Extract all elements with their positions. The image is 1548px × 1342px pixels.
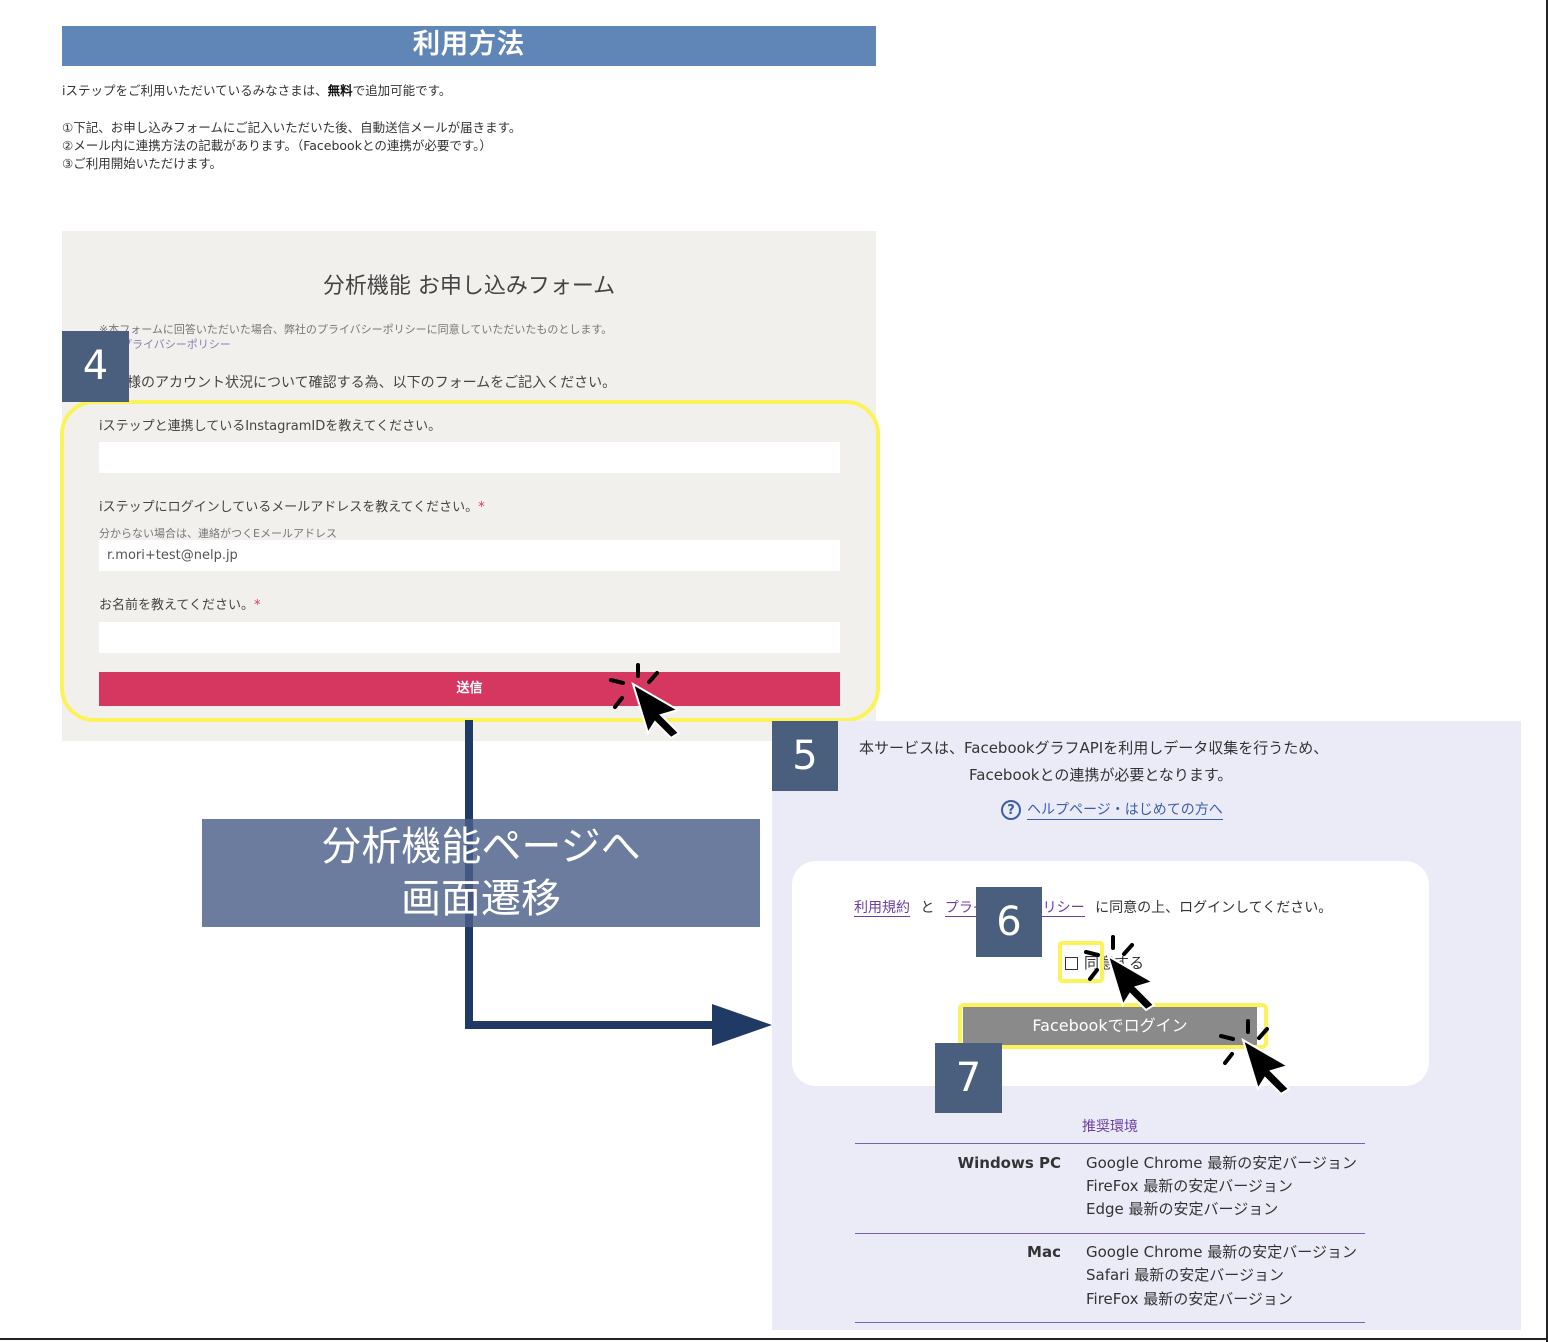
agree-checkbox[interactable]	[1065, 957, 1078, 970]
email-label-text: iステップにログインしているメールアドレスを教えてください。	[99, 500, 479, 515]
application-form-panel	[62, 231, 876, 741]
env-browser: Edge 最新の安定バージョン	[1086, 1200, 1279, 1218]
usage-step-1: ①下記、お申し込みフォームにご記入いただいた後、自動送信メールが届きます。	[62, 120, 522, 135]
env-browser: Google Chrome 最新の安定バージョン	[1086, 1243, 1357, 1261]
env-divider	[855, 1233, 1365, 1234]
frame-border-right	[1546, 0, 1548, 1342]
step-badge-7: 7	[935, 1043, 1002, 1113]
email-hint: 分からない場合は、連絡がつくEメールアドレス	[99, 527, 337, 540]
required-mark: *	[253, 598, 261, 613]
env-divider	[855, 1322, 1365, 1323]
facebook-login-button[interactable]: Facebookでログイン	[963, 1004, 1257, 1046]
checkbox-highlight	[1058, 941, 1104, 983]
instagram-id-input[interactable]	[99, 442, 840, 473]
instagram-id-label: iステップと連携しているInstagramIDを教えてください。	[99, 419, 442, 434]
click-cursor-icon	[1219, 1019, 1291, 1096]
transition-line-1: 分析機能ページへ	[321, 824, 641, 870]
click-cursor-icon	[609, 663, 681, 740]
facebook-notice-line-2: Facebookとの連携が必要となります。	[969, 766, 1233, 784]
email-input[interactable]	[99, 540, 840, 571]
account-note: お客様のアカウント状況について確認する為、以下のフォームをご記入ください。	[99, 375, 617, 391]
email-label: iステップにログインしているメールアドレスを教えてください。*	[99, 496, 485, 515]
name-label-text: お名前を教えてください。	[99, 598, 254, 613]
help-page-link[interactable]: ヘルプページ・はじめての方へ	[1027, 799, 1223, 820]
env-browser: Safari 最新の安定バージョン	[1086, 1266, 1284, 1284]
privacy-note: ※本フォームに回答いただいた場合、弊社のプライバシーポリシーに同意していただいた…	[99, 323, 613, 336]
env-os-windows: Windows PC	[957, 1154, 1061, 1172]
form-title: 分析機能 お申し込みフォーム	[322, 274, 616, 299]
usage-intro: iステップをご利用いただいているみなさまは、無料で追加可能です。	[62, 82, 451, 100]
usage-heading: 利用方法	[62, 26, 876, 66]
question-circle-icon: ?	[1001, 800, 1021, 820]
terms-link[interactable]: 利用規約	[854, 900, 910, 917]
env-browser: FireFox 最新の安定バージョン	[1086, 1290, 1293, 1308]
step-badge-5: 5	[772, 721, 838, 791]
agree-instruction-text: に同意の上、ログインしてください。	[1095, 900, 1333, 916]
usage-intro-prefix: iステップをご利用いただいているみなさまは、	[62, 83, 328, 98]
click-cursor-icon	[1084, 935, 1156, 1012]
name-input[interactable]	[99, 622, 840, 653]
env-browser: Google Chrome 最新の安定バージョン	[1086, 1154, 1357, 1172]
facebook-button-highlight	[958, 1003, 1268, 1049]
required-mark: *	[478, 500, 485, 515]
transition-line-2: 画面遷移	[401, 876, 561, 922]
env-divider	[855, 1143, 1365, 1144]
env-os-mac: Mac	[1027, 1243, 1061, 1261]
facebook-notice-line-1: 本サービスは、FacebookグラフAPIを利用しデータ収集を行うため、	[859, 739, 1329, 757]
step-badge-4: 4	[62, 331, 129, 402]
and-text: と	[920, 900, 935, 916]
frame-border-bottom	[0, 1338, 1548, 1340]
submit-button[interactable]: 送信	[99, 672, 840, 706]
usage-intro-suffix: で追加可能です。	[352, 83, 452, 98]
step-badge-6: 6	[976, 887, 1042, 957]
recommended-environment-title: 推奨環境	[1082, 1119, 1138, 1135]
env-browser: FireFox 最新の安定バージョン	[1086, 1177, 1293, 1195]
name-label: お名前を教えてください。*	[99, 594, 260, 613]
usage-intro-bold: 無料	[327, 83, 353, 98]
usage-step-2: ②メール内に連携方法の記載があります。（Facebookとの連携が必要です。）	[62, 138, 492, 153]
transition-label: 分析機能ページへ 画面遷移	[202, 819, 760, 927]
privacy-policy-link[interactable]: 弊社プライバシーポリシー	[99, 338, 231, 351]
usage-step-3: ③ご利用開始いただけます。	[62, 156, 222, 171]
